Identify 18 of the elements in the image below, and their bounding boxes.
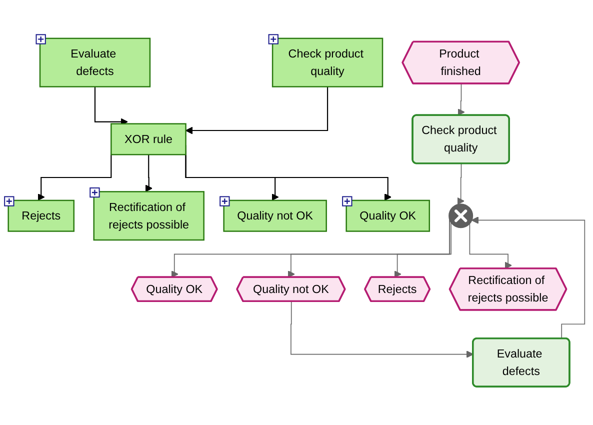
node-box: XOR rule — [110, 123, 186, 156]
arrow — [469, 222, 512, 270]
arrow — [145, 154, 153, 192]
arrow — [471, 216, 586, 340]
node-box: Evaluate defects — [39, 38, 151, 88]
arrow — [457, 83, 465, 116]
arrow — [457, 163, 464, 205]
arrow — [94, 86, 128, 126]
node-box: Quality OK — [346, 200, 430, 232]
node-circle — [448, 204, 474, 228]
arrow — [394, 221, 452, 278]
arrow — [37, 152, 112, 201]
arrow — [185, 86, 328, 134]
arrow — [290, 301, 474, 358]
node-box: Rectification of rejects possible — [93, 191, 204, 241]
node-box: Check product quality — [272, 38, 384, 88]
node-box: Quality not OK — [223, 200, 327, 232]
node-box: Rejects — [8, 200, 74, 232]
